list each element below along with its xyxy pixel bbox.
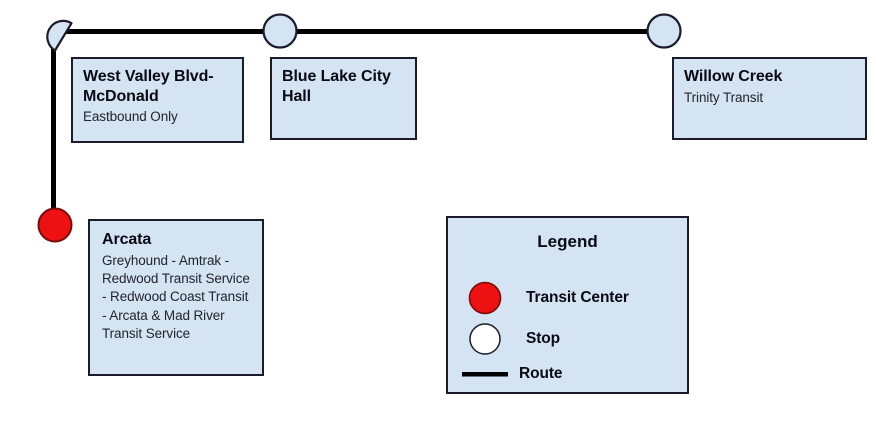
station-subtitle: Greyhound - Amtrak - Redwood Transit Ser… xyxy=(102,252,250,341)
station-box-blue-lake-city-hall[interactable]: Blue Lake City Hall xyxy=(270,57,417,140)
station-name: Willow Creek xyxy=(684,68,783,85)
legend-label: Transit Center xyxy=(526,289,629,306)
transit-center-node-arcata[interactable] xyxy=(36,206,74,244)
legend-row-transit-center: Transit Center xyxy=(458,276,629,320)
station-name: Arcata xyxy=(102,231,152,248)
legend-label: Stop xyxy=(526,330,561,347)
legend-title: Legend xyxy=(537,232,598,251)
filled-red-circle-icon xyxy=(458,280,512,316)
black-line-icon xyxy=(458,369,512,379)
legend-row-stop: Stop xyxy=(458,318,560,360)
stop-node-west-valley-blvd-mcdonald[interactable] xyxy=(41,19,77,55)
open-circle-icon xyxy=(458,322,512,356)
station-name: West Valley Blvd-McDonald xyxy=(83,68,214,105)
legend-box: Legend Transit Center Stop xyxy=(446,216,689,394)
station-box-arcata[interactable]: Arcata Greyhound - Amtrak - Redwood Tran… xyxy=(88,219,264,376)
station-subtitle: Eastbound Only xyxy=(83,109,178,125)
station-box-willow-creek[interactable]: Willow Creek Trinity Transit xyxy=(672,57,867,140)
legend-label: Route xyxy=(519,365,563,382)
station-box-west-valley-blvd-mcdonald[interactable]: West Valley Blvd-McDonald Eastbound Only xyxy=(71,57,244,143)
station-name: Blue Lake City Hall xyxy=(282,68,391,105)
route-line-vertical xyxy=(51,38,56,224)
stop-node-blue-lake-city-hall[interactable] xyxy=(261,12,299,50)
stop-node-willow-creek[interactable] xyxy=(645,12,683,50)
route-line-horizontal xyxy=(60,29,666,34)
legend-row-route: Route xyxy=(458,358,563,390)
station-subtitle: Trinity Transit xyxy=(684,89,764,105)
